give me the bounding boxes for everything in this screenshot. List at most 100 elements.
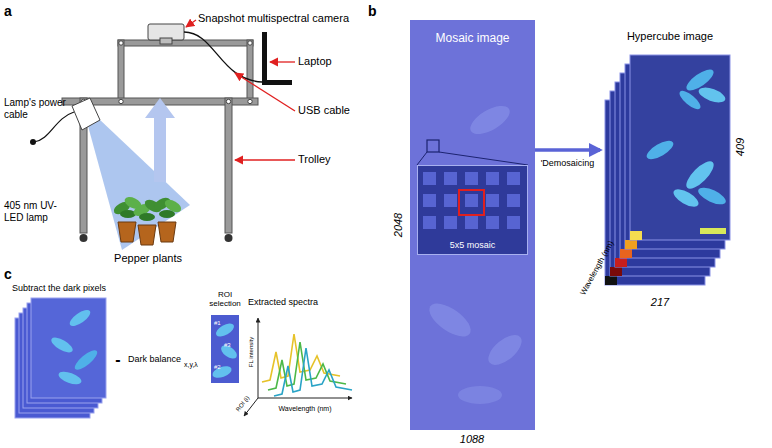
node-heading: 5x5 mosaic <box>418 240 527 250</box>
band-layer <box>630 55 730 240</box>
plant-leaf <box>72 347 100 373</box>
light-beam <box>88 118 190 250</box>
fluorescence-arrow <box>145 98 175 182</box>
panel-letter: b <box>368 3 377 19</box>
plant-leaf <box>677 88 703 112</box>
hypercube-box: Hypercube image <box>600 30 740 292</box>
plant-shadow <box>424 297 476 343</box>
rivet <box>248 99 252 103</box>
leader-arrows <box>186 20 295 160</box>
mosaic-cell <box>507 194 520 207</box>
zoom-line <box>417 152 427 165</box>
part-label: USB cable <box>298 104 350 117</box>
laptop-base <box>262 80 292 85</box>
wavelength-mark <box>615 258 627 267</box>
panel-letter: a <box>4 3 12 19</box>
leaf <box>139 213 155 221</box>
dark-subtraction-box: Subtract the dark pixels <box>12 283 112 423</box>
plant-shadow <box>483 329 526 370</box>
pepper-plants <box>112 195 184 245</box>
roi-selection-box: ROI selection#1#3#2 <box>206 290 244 385</box>
leaf <box>159 210 175 218</box>
mosaic-cell <box>423 216 436 229</box>
part-label: Laptop <box>298 55 332 68</box>
node-heading: Hypercube image <box>600 30 740 43</box>
dimension-label: 409 <box>734 138 747 156</box>
roi-number: #3 <box>224 342 231 349</box>
node-heading: Mosaic image <box>410 32 535 46</box>
camera <box>148 24 184 44</box>
plant-leaf <box>644 137 676 162</box>
operator-sign: - <box>115 351 120 369</box>
mosaic-grid <box>423 172 520 229</box>
wavelength-mark <box>630 231 642 240</box>
mosaic-cell <box>465 172 478 185</box>
part-label: Lamp's power cable <box>4 97 76 120</box>
pot <box>138 225 156 245</box>
rivet <box>119 99 123 103</box>
mosaic-cell <box>465 194 478 207</box>
plant-leaf <box>67 307 92 329</box>
rivet <box>248 41 252 45</box>
part-label: 405 nm UV-LED lamp <box>4 200 76 223</box>
pot <box>118 222 136 242</box>
subscript-label: x,y,λ <box>184 361 198 369</box>
zoom-inset-box: 5x5 mosaic <box>417 165 528 255</box>
mosaic-cell <box>486 194 499 207</box>
zoom-marker <box>427 140 439 152</box>
plant-leaf <box>682 157 717 192</box>
process-arrow <box>535 148 600 152</box>
roi-image <box>211 315 239 383</box>
mosaic-cell <box>486 216 499 229</box>
axis-label: Wavelength (nm) <box>278 405 331 413</box>
axis <box>258 398 352 399</box>
node-heading: ROI selection <box>206 290 244 308</box>
mosaic-cell <box>486 172 499 185</box>
wavelength-mark <box>620 249 632 258</box>
plant-leaf <box>57 369 83 387</box>
roi-background <box>211 315 239 383</box>
step-label: Dark balance <box>128 354 181 364</box>
roi-leaf <box>219 343 239 362</box>
leader-arrow <box>270 61 295 62</box>
roi-leaf <box>211 364 233 380</box>
arrow-head <box>145 98 175 118</box>
zoom-line <box>439 152 528 165</box>
cable-plug <box>30 139 36 145</box>
mosaic-image-box: 5x5 mosaic Mosaic image <box>410 20 535 430</box>
plant-shadow <box>458 386 502 404</box>
trolley-leg <box>225 98 232 233</box>
axis <box>258 318 259 398</box>
dimension-label: 217 <box>651 296 669 309</box>
wavelength-mark <box>605 276 617 285</box>
mosaic-cell <box>444 172 457 185</box>
spectrum-line <box>274 348 352 396</box>
mosaic-image <box>410 20 535 430</box>
panel-letter: c <box>4 266 12 282</box>
plant-leaf <box>697 85 727 106</box>
mosaic-cell <box>444 216 457 229</box>
leader-arrow <box>186 20 196 27</box>
mosaic-cell <box>507 172 520 185</box>
leaf <box>120 210 136 218</box>
roi-leaf <box>214 321 236 340</box>
trolley-post <box>118 40 124 100</box>
rivet <box>226 99 230 103</box>
roi-number: #2 <box>214 364 221 371</box>
dimension-label: 1088 <box>460 433 484 446</box>
hypercube-stack <box>605 55 730 285</box>
uv-lamp <box>72 98 100 130</box>
bright-spot <box>700 228 726 234</box>
mosaic-background <box>410 20 535 430</box>
plant-leaf <box>49 335 75 356</box>
laptop <box>262 32 292 85</box>
mosaic-cell <box>444 194 457 207</box>
node-heading: Subtract the dark pixels <box>12 283 106 293</box>
trolley-bar <box>118 40 253 46</box>
mosaic-cell <box>423 194 436 207</box>
subtraction-stack <box>15 298 106 418</box>
part-label: Trolley <box>298 153 331 166</box>
arrow-shaft <box>154 116 166 182</box>
spectra-plot <box>244 318 352 416</box>
zoom-inset <box>417 165 528 255</box>
